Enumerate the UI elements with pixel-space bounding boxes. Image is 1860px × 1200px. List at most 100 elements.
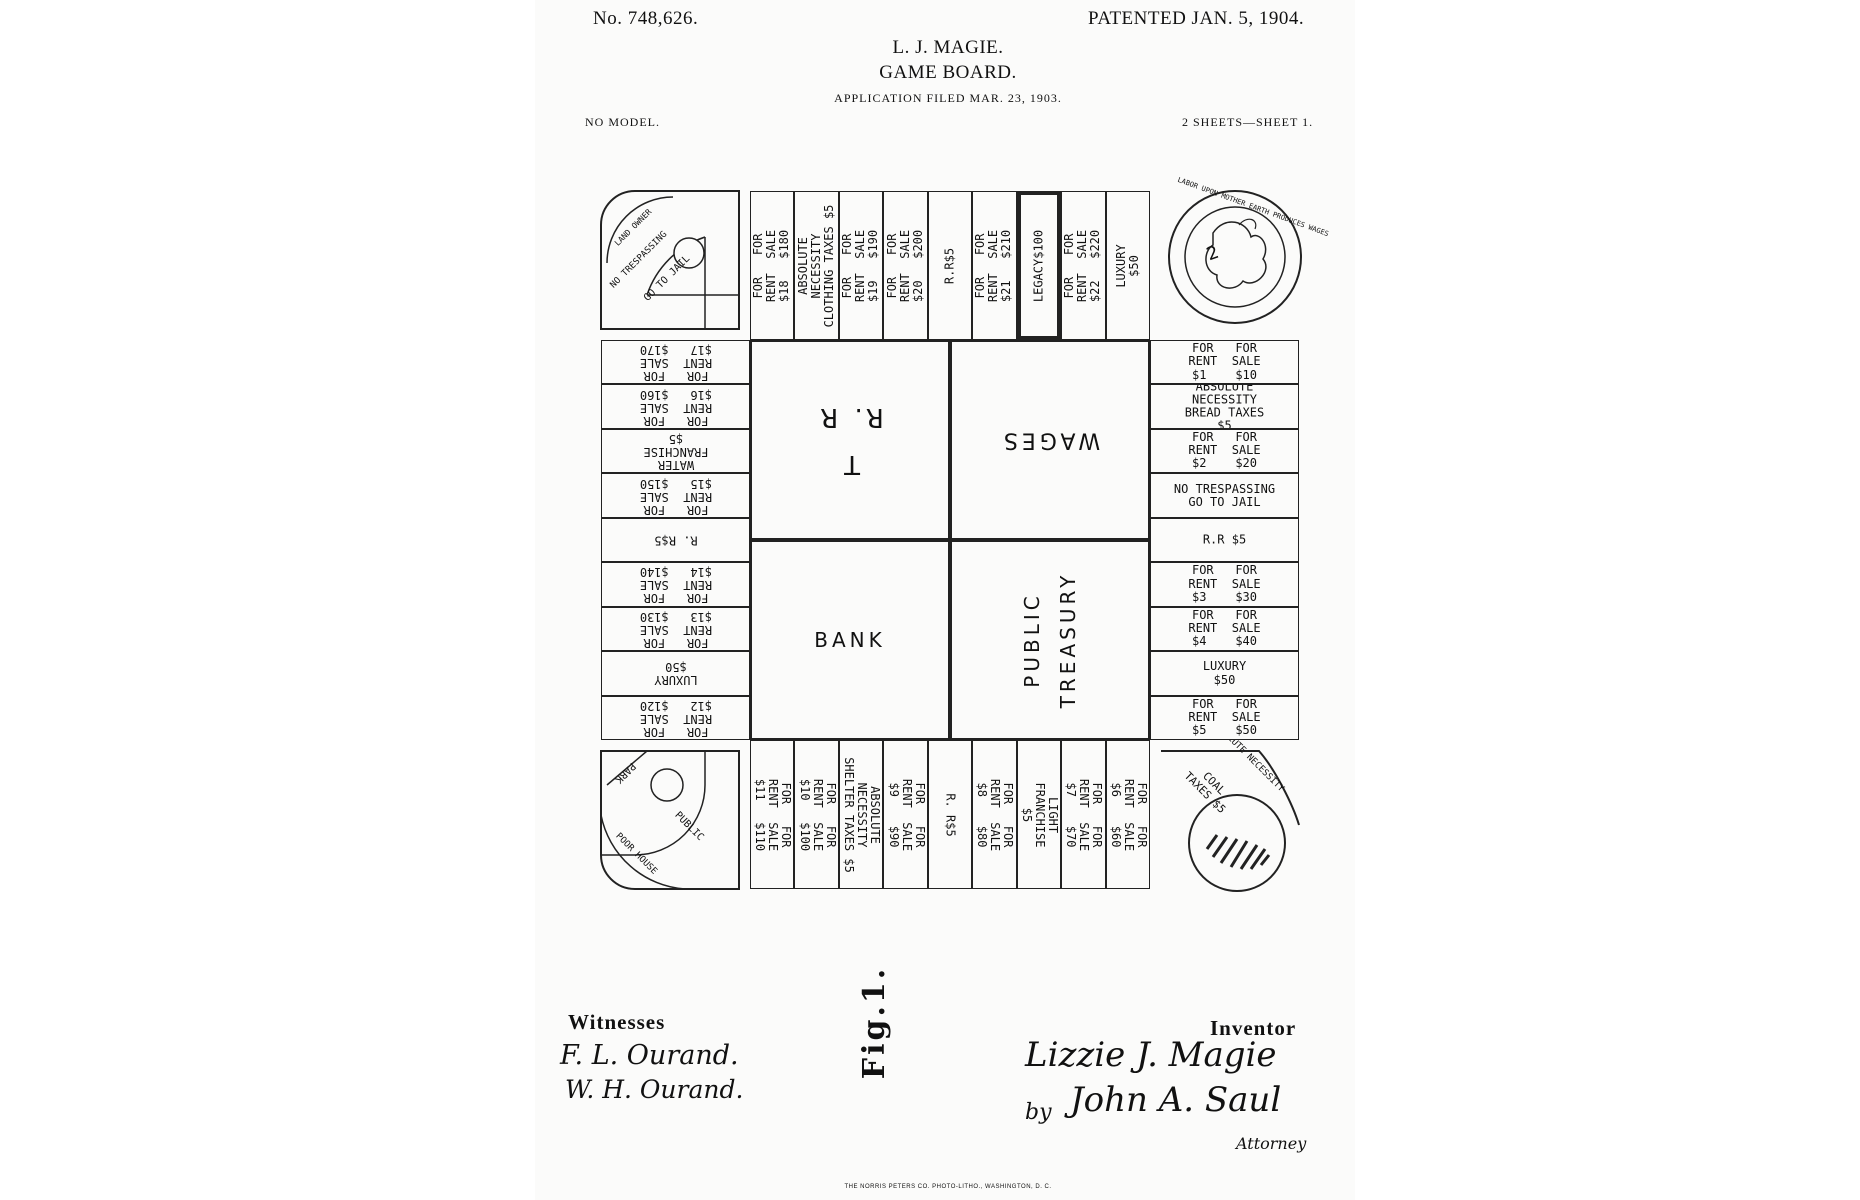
space-label: LIGHT FRANCHISE $5 xyxy=(1019,781,1060,848)
space-label: R.R $5 xyxy=(1202,532,1247,547)
space-label: FOR FOR RENT SALE $15 $150 xyxy=(639,475,712,517)
center-railroad-text: T R. R xyxy=(816,402,884,479)
corner-park xyxy=(600,750,740,890)
left-space: WATER FRANCHISE $5 xyxy=(601,428,750,474)
lithographer-credit: THE NORRIS PETERS CO. PHOTO-LITHO., WASH… xyxy=(844,1184,1052,1190)
bottom-space: FOR FOR RENT SALE $7 $70 xyxy=(1061,740,1106,889)
bottom-space: LIGHT FRANCHISE $5 xyxy=(1016,740,1062,889)
sheet-count: 2 SHEETS—SHEET 1. xyxy=(1182,115,1314,129)
top-space: FOR FOR RENT SALE $19 $190 xyxy=(838,191,884,340)
space-label: FOR FOR RENT SALE $7 $70 xyxy=(1063,778,1105,851)
bottom-space: R. R$5 xyxy=(927,740,973,889)
space-label: FOR FOR RENT SALE $21 $210 xyxy=(973,229,1015,302)
top-space: FOR FOR RENT SALE $22 $220 xyxy=(1061,191,1106,340)
space-label: FOR FOR RENT SALE $13 $130 xyxy=(639,609,712,650)
space-label: FOR FOR RENT SALE $17 $170 xyxy=(639,342,712,383)
bottom-space: FOR FOR RENT SALE $9 $90 xyxy=(883,740,928,889)
right-space: ABSOLUTE NECESSITY BREAD TAXES $5 xyxy=(1150,384,1299,429)
inventor-signature: Lizzie J. Magie xyxy=(1025,1035,1277,1075)
space-label: ABSOLUTE NECESSITY SHELTER TAXES $5 xyxy=(841,756,882,873)
space-label: FOR FOR RENT SALE $14 $140 xyxy=(639,564,712,606)
attorney-label: Attorney xyxy=(1236,1134,1307,1153)
right-space: R.R $5 xyxy=(1150,517,1299,563)
left-space: FOR FOR RENT SALE $14 $140 xyxy=(601,562,750,607)
patent-number: No. 748,626. xyxy=(593,8,699,29)
figure-label: Fig.1. xyxy=(857,965,893,1080)
top-space: R.R$5 xyxy=(927,191,973,340)
space-label: LUXURY $50 xyxy=(1113,243,1141,288)
right-space: FOR FOR RENT SALE $2 $20 xyxy=(1150,428,1299,474)
space-label: FOR FOR RENT SALE $6 $60 xyxy=(1108,778,1149,851)
top-space: LUXURY $50 xyxy=(1105,191,1150,340)
space-label: FOR FOR RENT SALE $16 $160 xyxy=(639,387,712,428)
left-space: FOR FOR RENT SALE $17 $170 xyxy=(601,340,750,385)
space-label: ABSOLUTE NECESSITY CLOTHING TAXES $5 xyxy=(795,204,837,327)
space-label: FOR FOR RENT SALE $3 $30 xyxy=(1188,563,1261,605)
left-space: FOR FOR RENT SALE $13 $130 xyxy=(601,606,750,652)
witness-signature-2: W. H. Ourand. xyxy=(565,1075,744,1104)
top-space: FOR FOR RENT SALE $21 $210 xyxy=(972,191,1017,340)
space-label: WATER FRANCHISE $5 xyxy=(642,431,709,472)
no-model-label: NO MODEL. xyxy=(585,115,660,129)
center-wages: WAGES xyxy=(950,340,1150,540)
top-space: LEGACY$100 xyxy=(1016,191,1062,340)
left-space: R. R$5 xyxy=(601,517,750,563)
right-space: LUXURY $50 xyxy=(1150,651,1299,696)
center-public-treasury: PUBLIC TREASURY xyxy=(950,540,1150,740)
corner-coal xyxy=(1161,750,1300,892)
space-label: FOR FOR RENT SALE $12 $120 xyxy=(639,698,712,739)
center-wages-text: WAGES xyxy=(999,427,1101,453)
left-space: FOR FOR RENT SALE $16 $160 xyxy=(601,384,750,429)
space-label: FOR FOR RENT SALE $2 $20 xyxy=(1188,430,1261,471)
space-label: R.R$5 xyxy=(942,247,957,284)
left-space: LUXURY $50 xyxy=(601,651,750,696)
inventor-label: Inventor xyxy=(1210,1016,1297,1040)
corner-mother-earth xyxy=(1168,190,1302,324)
inventor-heading: L. J. MAGIE. xyxy=(892,37,1004,58)
bottom-space: FOR FOR RENT SALE $8 $80 xyxy=(972,740,1017,889)
space-label: LUXURY $50 xyxy=(653,660,698,688)
space-label: FOR FOR RENT SALE $8 $80 xyxy=(974,778,1016,851)
space-label: FOR FOR RENT SALE $11 $110 xyxy=(752,778,793,851)
patent-date: PATENTED JAN. 5, 1904. xyxy=(1088,8,1305,29)
right-space: FOR FOR RENT SALE $5 $50 xyxy=(1150,695,1299,740)
left-space: FOR FOR RENT SALE $12 $120 xyxy=(601,695,750,740)
space-label: LEGACY$100 xyxy=(1031,229,1046,302)
space-label: R. R$5 xyxy=(653,533,698,548)
space-label: FOR FOR RENT SALE $19 $190 xyxy=(840,229,881,302)
space-label: LUXURY $50 xyxy=(1202,659,1247,687)
by-label: by xyxy=(1025,1100,1052,1125)
witnesses-label: Witnesses xyxy=(568,1010,666,1034)
space-label: FOR FOR RENT SALE $18 $180 xyxy=(751,229,792,302)
right-space: FOR FOR RENT SALE $4 $40 xyxy=(1150,606,1299,652)
space-label: FOR FOR RENT SALE $10 $100 xyxy=(797,778,838,851)
filing-date: APPLICATION FILED MAR. 23, 1903. xyxy=(834,91,1062,105)
document-title: GAME BOARD. xyxy=(879,62,1017,83)
center-bank-text: BANK xyxy=(814,628,886,652)
bottom-space: FOR FOR RENT SALE $6 $60 xyxy=(1105,740,1150,889)
center-railroad: T R. R xyxy=(750,340,950,540)
top-space: FOR FOR RENT SALE $20 $200 xyxy=(883,191,928,340)
space-label: FOR FOR RENT SALE $22 $220 xyxy=(1062,229,1103,302)
space-label: FOR FOR RENT SALE $5 $50 xyxy=(1188,696,1261,738)
space-label: NO TRESPASSING GO TO JAIL xyxy=(1173,481,1276,509)
right-space: FOR FOR RENT SALE $1 $10 xyxy=(1150,340,1299,385)
bottom-space: FOR FOR RENT SALE $11 $110 xyxy=(750,740,795,889)
top-space: FOR FOR RENT SALE $18 $180 xyxy=(750,191,795,340)
space-label: FOR FOR RENT SALE $4 $40 xyxy=(1188,608,1261,649)
attorney-signature: John A. Saul xyxy=(1070,1080,1282,1120)
bottom-space: ABSOLUTE NECESSITY SHELTER TAXES $5 xyxy=(838,740,884,889)
left-space: FOR FOR RENT SALE $15 $150 xyxy=(601,473,750,518)
space-label: FOR FOR RENT SALE $1 $10 xyxy=(1188,341,1261,382)
right-space: FOR FOR RENT SALE $3 $30 xyxy=(1150,562,1299,607)
space-label: FOR FOR RENT SALE $9 $90 xyxy=(885,778,927,851)
witness-signature-1: F. L. Ourand. xyxy=(560,1040,739,1071)
space-label: FOR FOR RENT SALE $20 $200 xyxy=(884,229,926,302)
bottom-space: FOR FOR RENT SALE $10 $100 xyxy=(794,740,839,889)
space-label: ABSOLUTE NECESSITY BREAD TAXES $5 xyxy=(1184,384,1265,429)
center-treasury-text: PUBLIC TREASURY xyxy=(1020,571,1080,709)
corner-jail xyxy=(600,190,740,330)
game-board: LAND OWNER NO TRESPASSING GO TO JAIL 2 L… xyxy=(595,176,1330,895)
center-bank: BANK xyxy=(750,540,950,740)
space-label: R. R$5 xyxy=(943,792,958,837)
